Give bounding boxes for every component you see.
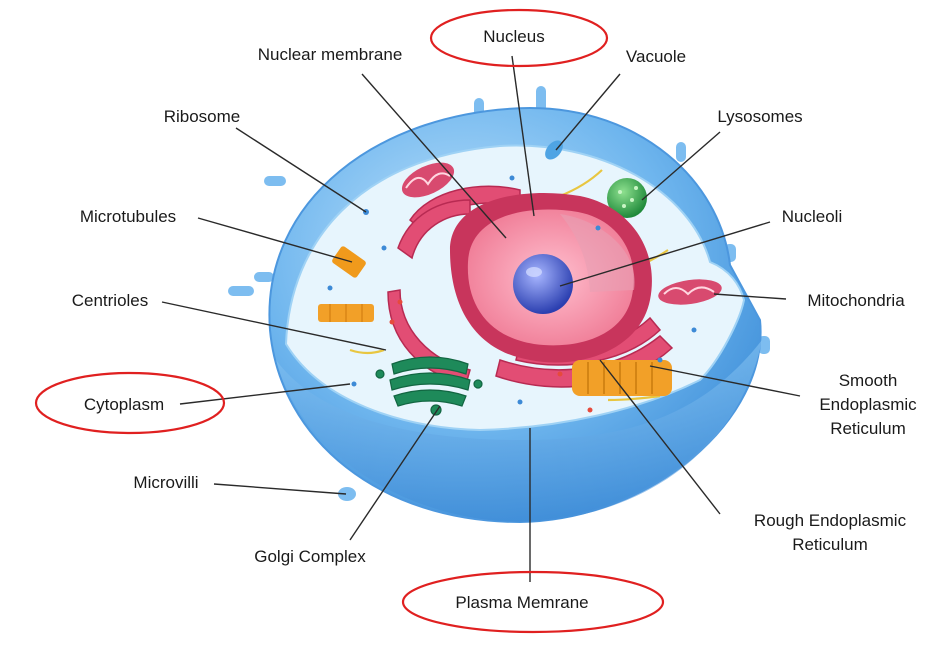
leader-microtubules xyxy=(197,217,353,263)
label-nuclear-membrane: Nuclear membrane xyxy=(258,45,403,64)
label-microtubules: Microtubules xyxy=(80,207,176,226)
leader-lysosomes xyxy=(641,131,721,201)
leader-mitochondria xyxy=(713,293,787,300)
label-nucleoli: Nucleoli xyxy=(782,207,842,226)
label-vacuole: Vacuole xyxy=(626,47,686,66)
highlight-ring-plasma-membrane xyxy=(401,570,665,634)
label-lysosomes: Lysosomes xyxy=(717,107,802,126)
microtubules-blocks xyxy=(318,246,374,322)
leader-microvilli xyxy=(213,483,347,495)
golgi-complex xyxy=(375,356,483,416)
label-golgi: Golgi Complex xyxy=(254,547,366,566)
smooth-er xyxy=(572,360,672,396)
label-smooth-er-line3: Reticulum xyxy=(830,419,906,438)
nucleolus xyxy=(513,254,573,314)
vacuole xyxy=(545,140,563,160)
leader-smooth-er xyxy=(649,365,801,397)
highlight-ring-nucleus xyxy=(429,8,609,68)
label-rough-er-line2: Reticulum xyxy=(792,535,868,554)
leader-nucleus xyxy=(511,55,535,217)
label-ribosome: Ribosome xyxy=(164,107,241,126)
leader-ribosome xyxy=(235,127,367,213)
label-smooth-er-line2: Endoplasmic xyxy=(819,395,917,414)
ribosomes xyxy=(327,175,697,405)
labels: Nucleus Nuclear membrane Vacuole Ribosom… xyxy=(72,27,917,612)
label-smooth-er-line1: Smooth xyxy=(839,371,898,390)
label-rough-er-line1: Rough Endoplasmic xyxy=(754,511,907,530)
leader-nucleoli xyxy=(559,221,771,287)
nucleus-body xyxy=(450,192,652,363)
label-mitochondria: Mitochondria xyxy=(807,291,905,310)
label-microvilli: Microvilli xyxy=(133,473,198,492)
leader-nuclear-membrane xyxy=(361,73,507,239)
leader-cytoplasm xyxy=(179,383,351,405)
leader-golgi xyxy=(349,405,441,541)
leader-lines xyxy=(161,55,801,582)
leader-rough-er xyxy=(599,359,721,515)
highlight-rings xyxy=(34,8,665,634)
leader-vacuole xyxy=(555,73,621,151)
mitochondrion-upper xyxy=(401,162,455,198)
label-nucleus: Nucleus xyxy=(483,27,544,46)
leader-centrioles xyxy=(161,301,387,351)
label-centrioles: Centrioles xyxy=(72,291,149,310)
mitochondrion-right xyxy=(658,279,722,305)
highlight-ring-cytoplasm xyxy=(34,371,226,435)
label-plasma-membrane: Plasma Memrane xyxy=(455,593,588,612)
label-cytoplasm: Cytoplasm xyxy=(84,395,164,414)
